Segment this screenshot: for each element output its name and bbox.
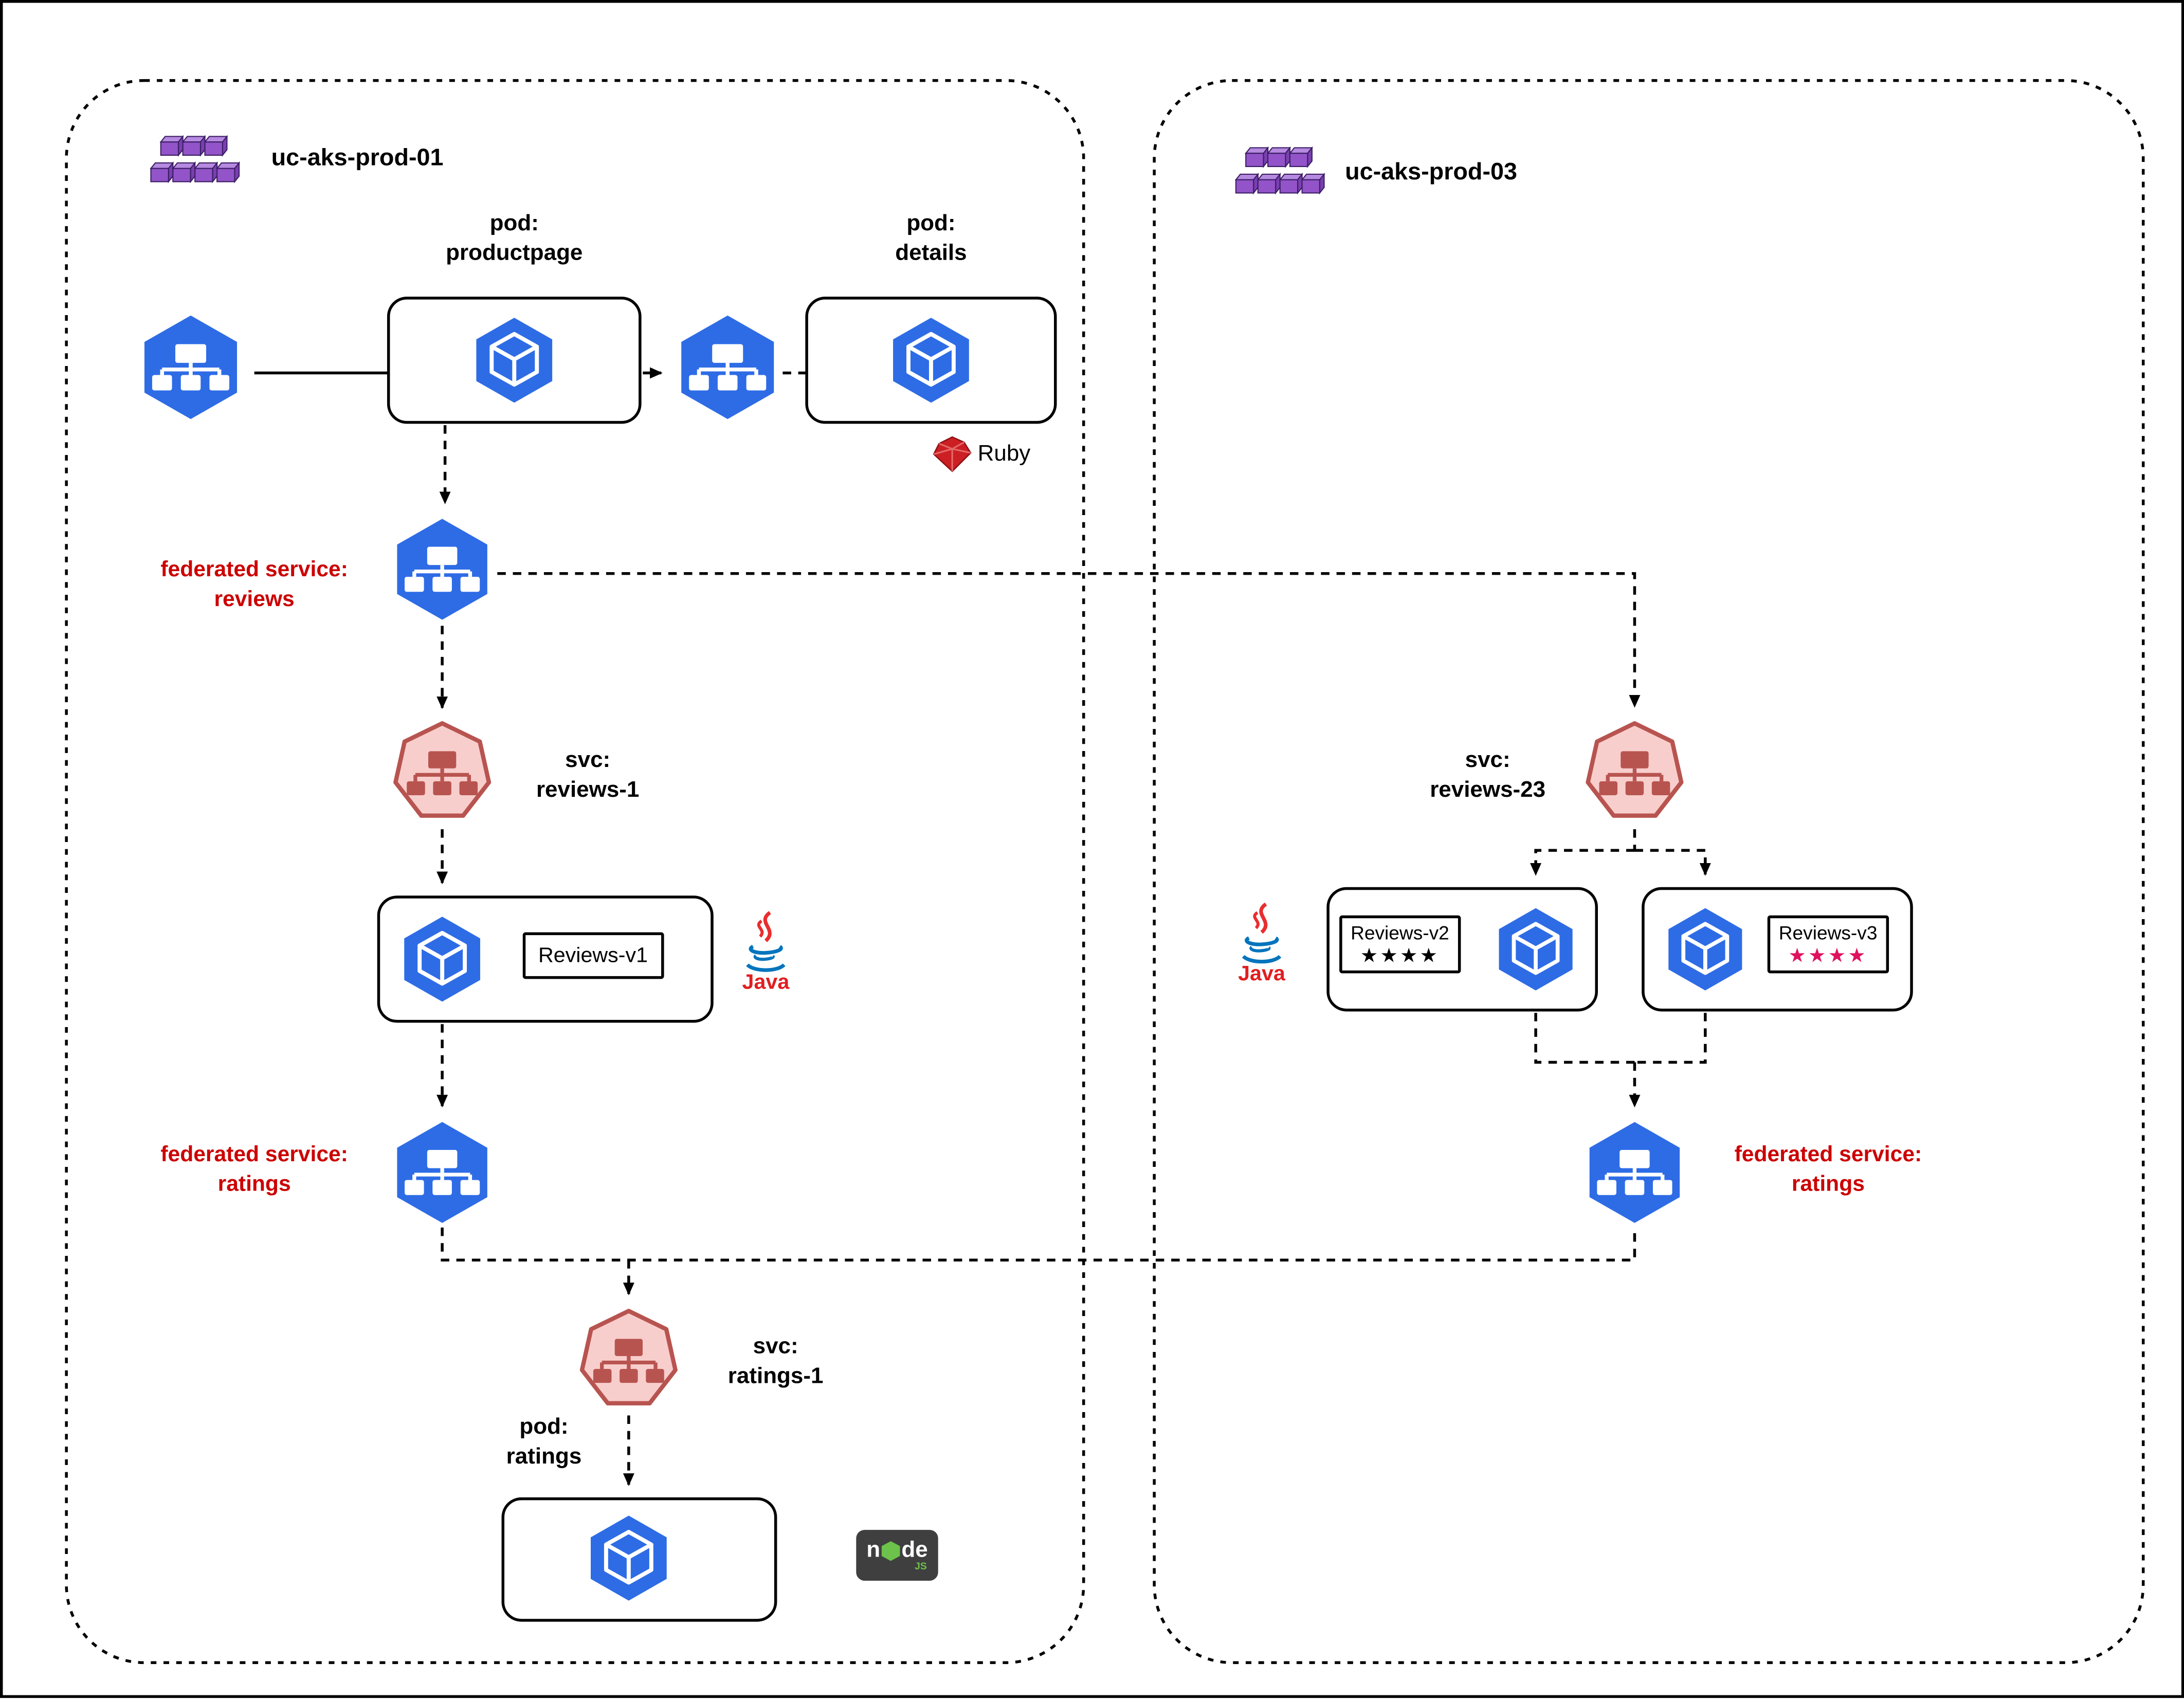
federated-reviews-label: federated service: reviews xyxy=(160,558,348,612)
connector-lines xyxy=(65,79,2145,1665)
cluster-title-left: uc-aks-prod-01 xyxy=(271,144,444,171)
reviews-v1-tag: Reviews-v1 xyxy=(522,932,664,979)
k8s-pod-icon xyxy=(584,1513,674,1603)
productpage-pod-label: pod: productpage xyxy=(446,212,583,266)
edge-fed-reviews-to-svc-reviews23 xyxy=(497,572,1641,708)
ruby-logo: Ruby xyxy=(933,435,1031,473)
k8s-pod-icon xyxy=(469,315,559,406)
federated-ratings-right-label: federated service: ratings xyxy=(1734,1143,1922,1197)
edge-svc-reviews23-to-v2 xyxy=(1530,849,1635,876)
nodejs-js-badge: JS xyxy=(915,1561,927,1572)
ratings-pod-label: pod: ratings xyxy=(506,1415,582,1469)
cluster-title-right: uc-aks-prod-03 xyxy=(1345,158,1518,185)
k8s-cluster-icon xyxy=(1235,136,1325,206)
k8s-service-icon xyxy=(389,1119,496,1226)
k8s-service-icon xyxy=(1581,1119,1688,1226)
k8s-pod-icon xyxy=(1662,905,1749,993)
cluster-boundary-right xyxy=(1153,79,2145,1665)
edge-fed-ratings-join xyxy=(441,1228,1636,1261)
svc-reviews23-label: svc: reviews-23 xyxy=(1430,748,1546,802)
details-pod-label: pod: details xyxy=(895,212,967,266)
ruby-label: Ruby xyxy=(977,441,1031,466)
k8s-pod-icon xyxy=(397,914,487,1004)
edge-pods-to-join xyxy=(1534,1013,1707,1064)
reviews-v3-stars: ★★★★ xyxy=(1788,945,1868,968)
k8s-service-icon xyxy=(136,312,246,422)
k8s-pod-icon xyxy=(886,315,976,406)
reviews-v3-tag: Reviews-v3 ★★★★ xyxy=(1767,915,1889,974)
k8s-svc-pink-icon xyxy=(575,1307,682,1414)
java-icon xyxy=(746,911,786,972)
k8s-service-icon xyxy=(672,312,782,422)
nodejs-wordmark: n de xyxy=(866,1538,928,1562)
federated-ratings-left-label: federated service: ratings xyxy=(160,1143,348,1197)
java-label: Java xyxy=(742,970,790,995)
edge-svc-reviews23-to-v3 xyxy=(1634,849,1711,876)
cluster-boundary-left xyxy=(65,79,1085,1665)
java-logo: Java xyxy=(727,911,804,995)
k8s-svc-pink-icon xyxy=(1581,719,1688,827)
svc-reviews1-label: svc: reviews-1 xyxy=(536,748,640,802)
reviews-v2-tag: Reviews-v2 ★★★★ xyxy=(1339,915,1461,974)
java-logo: Java xyxy=(1224,902,1300,986)
k8s-svc-pink-icon xyxy=(389,719,496,827)
k8s-cluster-icon xyxy=(150,124,240,195)
java-label: Java xyxy=(1238,962,1285,986)
reviews-v2-stars: ★★★★ xyxy=(1360,945,1440,968)
java-icon xyxy=(1242,902,1282,964)
k8s-pod-icon xyxy=(1492,905,1579,993)
k8s-service-icon xyxy=(389,516,496,623)
ruby-icon xyxy=(933,436,972,472)
nodejs-logo: n de JS xyxy=(856,1530,938,1581)
svc-ratings1-label: svc: ratings-1 xyxy=(727,1334,824,1389)
nodejs-hexagon-icon xyxy=(881,1540,900,1561)
